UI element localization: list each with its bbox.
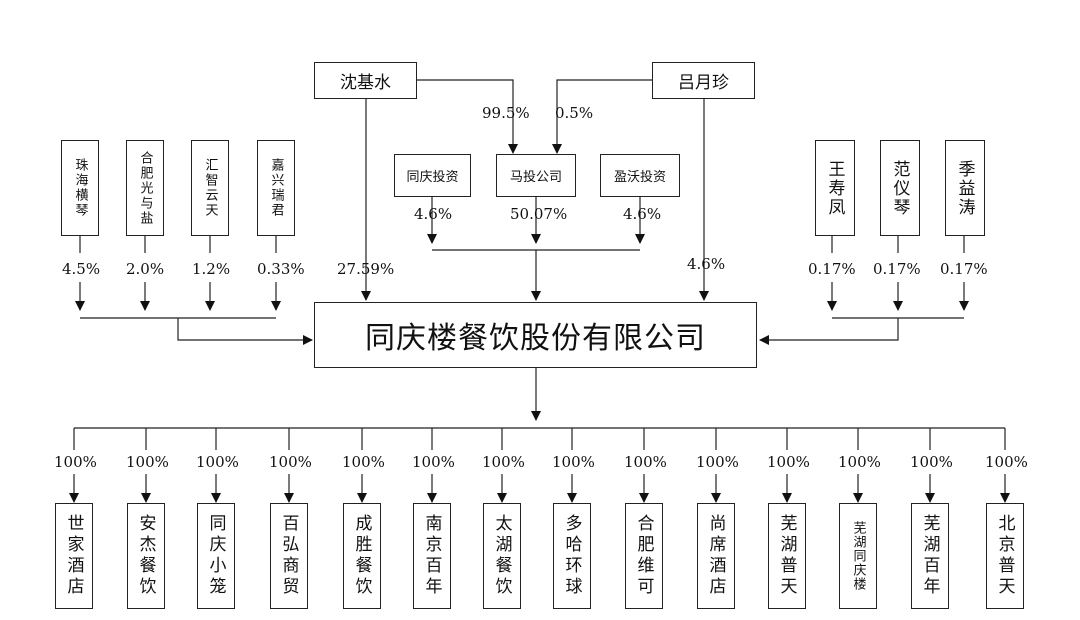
pct-huizhi: 1.2%: [192, 260, 231, 278]
subsidiary-label: 南京百年: [421, 514, 442, 598]
firm-yingwo-label: 盈沃投资: [613, 170, 666, 185]
pct-lv-direct: 4.6%: [687, 255, 726, 273]
pct-lv-to-ma: 0.5%: [555, 104, 594, 122]
holder-lv-yuezhen-label: 吕月珍: [678, 73, 729, 93]
pct-tongqing: 4.6%: [414, 205, 453, 223]
subsidiary-pct: 100%: [342, 453, 385, 471]
subsidiary-box: 世家酒店: [55, 503, 93, 609]
holder-hefei-label: 合肥光与盐: [137, 150, 153, 226]
subsidiary-box: 同庆小笼: [197, 503, 235, 609]
main-company: 同庆楼餐饮股份有限公司: [314, 302, 757, 368]
firm-tongqing-label: 同庆投资: [406, 170, 459, 185]
holder-shen-jishui-label: 沈基水: [340, 73, 391, 93]
subsidiary-pct: 100%: [838, 453, 881, 471]
firm-ma-label: 马投公司: [509, 170, 562, 185]
subsidiary-label: 百弘商贸: [278, 514, 299, 598]
holder-wang-shoufeng: 王寿凤: [815, 140, 855, 236]
subsidiary-label: 芜湖同庆楼: [850, 521, 866, 591]
subsidiary-box: 安杰餐饮: [127, 503, 165, 609]
subsidiary-box: 芜湖百年: [911, 503, 949, 609]
firm-tongqing-investment: 同庆投资: [394, 154, 471, 197]
pct-ma: 50.07%: [510, 205, 568, 223]
subsidiary-label: 芜湖百年: [919, 514, 940, 598]
holder-huizhi-label: 汇智云天: [202, 158, 218, 218]
subsidiary-pct: 100%: [910, 453, 953, 471]
subsidiary-pct: 100%: [54, 453, 97, 471]
subsidiary-box: 百弘商贸: [270, 503, 308, 609]
pct-shen-direct: 27.59%: [337, 260, 395, 278]
holder-lv-yuezhen: 吕月珍: [652, 62, 755, 99]
pct-shen-to-ma: 99.5%: [482, 104, 530, 122]
subsidiary-pct: 100%: [196, 453, 239, 471]
holder-wang-label: 王寿凤: [824, 159, 845, 217]
subsidiary-box: 芜湖同庆楼: [839, 503, 877, 609]
subsidiary-box: 南京百年: [413, 503, 451, 609]
subsidiary-pct: 100%: [624, 453, 667, 471]
holder-ji-yitao: 季益涛: [945, 140, 985, 236]
subsidiary-box: 北京普天: [986, 503, 1024, 609]
main-company-label: 同庆楼餐饮股份有限公司: [365, 321, 706, 356]
pct-yingwo: 4.6%: [623, 205, 662, 223]
subsidiary-pct: 100%: [269, 453, 312, 471]
holder-hefei-guangyuyan: 合肥光与盐: [126, 140, 164, 236]
holder-zhuhai-hengqin: 珠海横琴: [61, 140, 99, 236]
holder-shen-jishui: 沈基水: [314, 62, 417, 99]
subsidiary-box: 合肥维可: [625, 503, 663, 609]
subsidiary-pct: 100%: [482, 453, 525, 471]
subsidiary-label: 成胜餐饮: [351, 514, 372, 598]
subsidiary-label: 多哈环球: [561, 514, 582, 598]
subsidiary-label: 安杰餐饮: [135, 514, 156, 598]
holder-jiaxing-ruijun: 嘉兴瑞君: [257, 140, 295, 236]
subsidiary-label: 同庆小笼: [205, 514, 226, 598]
subsidiary-pct: 100%: [412, 453, 455, 471]
subsidiary-pct: 100%: [696, 453, 739, 471]
subsidiary-label: 太湖餐饮: [491, 514, 512, 598]
subsidiary-label: 世家酒店: [63, 514, 84, 598]
pct-wang: 0.17%: [808, 260, 856, 278]
subsidiary-label: 芜湖普天: [776, 514, 797, 598]
subsidiary-pct: 100%: [552, 453, 595, 471]
subsidiary-label: 尚席酒店: [705, 514, 726, 598]
holder-ji-label: 季益涛: [954, 159, 975, 217]
holder-fan-yiqin: 范仪琴: [880, 140, 920, 236]
subsidiary-box: 太湖餐饮: [483, 503, 521, 609]
subsidiary-pct: 100%: [767, 453, 810, 471]
subsidiary-label: 合肥维可: [633, 514, 654, 598]
subsidiary-box: 尚席酒店: [697, 503, 735, 609]
subsidiary-box: 成胜餐饮: [343, 503, 381, 609]
pct-fan: 0.17%: [873, 260, 921, 278]
holder-fan-label: 范仪琴: [889, 159, 910, 217]
holder-jiaxing-label: 嘉兴瑞君: [268, 158, 284, 218]
firm-yingwo-investment: 盈沃投资: [600, 154, 680, 197]
pct-ji: 0.17%: [940, 260, 988, 278]
subsidiary-box: 芜湖普天: [768, 503, 806, 609]
subsidiary-pct: 100%: [126, 453, 169, 471]
pct-zhuhai: 4.5%: [62, 260, 101, 278]
firm-ma-company: 马投公司: [496, 154, 576, 197]
subsidiary-pct: 100%: [985, 453, 1028, 471]
pct-hefei: 2.0%: [126, 260, 165, 278]
holder-huizhi-yuntian: 汇智云天: [191, 140, 229, 236]
pct-jiaxing: 0.33%: [257, 260, 305, 278]
subsidiary-box: 多哈环球: [553, 503, 591, 609]
holder-zhuhai-label: 珠海横琴: [72, 158, 88, 218]
subsidiary-label: 北京普天: [994, 514, 1015, 598]
